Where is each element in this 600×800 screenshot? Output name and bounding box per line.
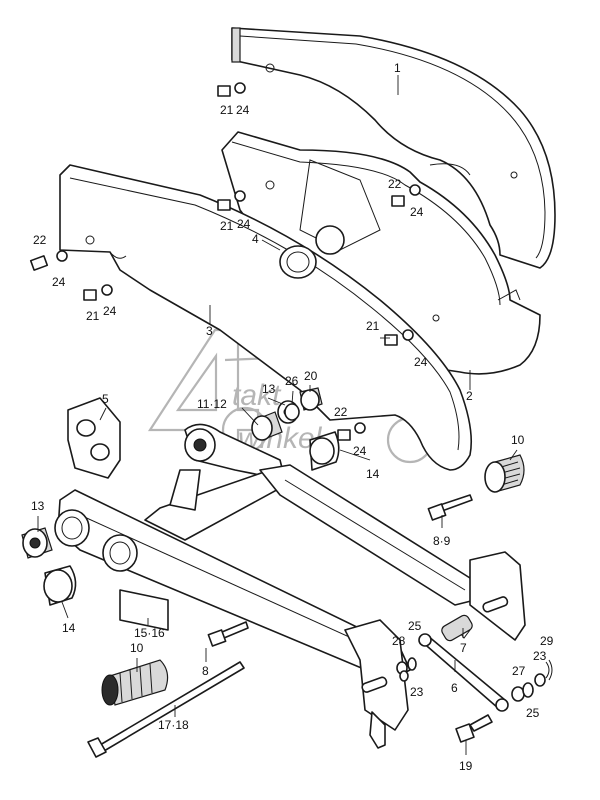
rubber-bump-stop-upper bbox=[484, 454, 525, 493]
washer-26 bbox=[284, 403, 300, 421]
bolt-8 bbox=[207, 621, 249, 647]
callout-20: 20 bbox=[304, 369, 318, 383]
callout-8-9: 8·9 bbox=[433, 534, 451, 548]
callout-21-left: 21 bbox=[86, 309, 100, 323]
callout-19: 19 bbox=[459, 759, 473, 773]
bushing-11-12 bbox=[251, 411, 283, 441]
spring bbox=[441, 614, 473, 642]
callout-24-center: 24 bbox=[353, 444, 367, 458]
chain-case-upper-cover bbox=[231, 27, 556, 269]
bearing-13-lower bbox=[21, 527, 53, 559]
callout-3: 3 bbox=[206, 324, 213, 338]
callout-29: 29 bbox=[540, 634, 554, 648]
washer-27 bbox=[511, 686, 525, 702]
nut-23-left bbox=[399, 670, 409, 682]
chain-case-lower-cover bbox=[221, 131, 541, 375]
callout-10-lower: 10 bbox=[130, 641, 144, 655]
callout-26: 26 bbox=[285, 374, 299, 388]
callout-23-left: 23 bbox=[410, 685, 424, 699]
callout-24-left: 24 bbox=[52, 275, 66, 289]
callout-14-upper: 14 bbox=[366, 467, 380, 481]
bolt-21-top bbox=[217, 82, 246, 97]
callout-4: 4 bbox=[252, 232, 259, 246]
bolt-8-9 bbox=[427, 494, 473, 521]
callout-11-12: 11·12 bbox=[197, 397, 227, 411]
rubber-bump-stop-lower bbox=[101, 659, 169, 706]
callout-2: 2 bbox=[466, 389, 473, 403]
callout-22-left: 22 bbox=[33, 233, 47, 247]
chain-guard bbox=[59, 164, 473, 471]
washer-25-right bbox=[522, 682, 534, 698]
callout-24-right-lower: 24 bbox=[414, 355, 428, 369]
callout-24-mid: 24 bbox=[237, 217, 251, 231]
dust-seal-14-lower bbox=[43, 565, 77, 606]
washer-25-left bbox=[407, 657, 417, 671]
callout-6: 6 bbox=[451, 681, 458, 695]
callout-17-18: 17·18 bbox=[158, 718, 189, 732]
callout-24-right: 24 bbox=[410, 205, 424, 219]
callout-24-left-lower: 24 bbox=[103, 304, 117, 318]
callout-7: 7 bbox=[460, 641, 467, 655]
callout-24-top: 24 bbox=[236, 103, 250, 117]
callout-5: 5 bbox=[102, 392, 109, 406]
callout-22-center: 22 bbox=[334, 405, 348, 419]
rubber-damper-block bbox=[67, 397, 121, 479]
callout-28: 28 bbox=[392, 634, 406, 648]
nut-23-right bbox=[534, 673, 546, 687]
callout-10-upper: 10 bbox=[511, 433, 525, 447]
swingarm bbox=[54, 423, 526, 749]
callout-21-mid: 21 bbox=[220, 219, 234, 233]
watermark-text-line1: takt bbox=[232, 379, 282, 412]
bolt-19 bbox=[455, 714, 493, 743]
callout-labels: 1 2 3 4 5 6 7 8 8·9 10 10 11·12 13 13 14… bbox=[31, 61, 554, 773]
rubber-grommet bbox=[279, 245, 317, 279]
callout-23-right: 23 bbox=[533, 649, 547, 663]
callout-13-upper: 13 bbox=[262, 382, 276, 396]
callout-21-right: 21 bbox=[366, 319, 380, 333]
chain-adjuster-link bbox=[418, 633, 509, 712]
leader-lines bbox=[37, 75, 518, 755]
dust-seal-14-upper bbox=[309, 431, 340, 471]
callout-13-lower: 13 bbox=[31, 499, 45, 513]
callout-8: 8 bbox=[202, 664, 209, 678]
bolt-21-right bbox=[384, 329, 414, 346]
callout-25-left: 25 bbox=[408, 619, 422, 633]
bolt-22-center bbox=[337, 422, 366, 441]
bolt-22-left bbox=[29, 250, 68, 271]
callout-15-16: 15·16 bbox=[134, 626, 165, 640]
callout-14-lower: 14 bbox=[62, 621, 76, 635]
callout-25-right: 25 bbox=[526, 706, 540, 720]
cotter-pin-29 bbox=[545, 659, 553, 681]
callout-21-top: 21 bbox=[220, 103, 234, 117]
axle-bolt-17-18 bbox=[87, 661, 245, 758]
callout-1: 1 bbox=[394, 61, 401, 75]
bolt-21-left bbox=[83, 284, 113, 301]
bolt-21-mid bbox=[217, 190, 246, 211]
bolt-22-right bbox=[391, 184, 421, 207]
callout-22-right: 22 bbox=[388, 177, 402, 191]
callout-27: 27 bbox=[512, 664, 526, 678]
